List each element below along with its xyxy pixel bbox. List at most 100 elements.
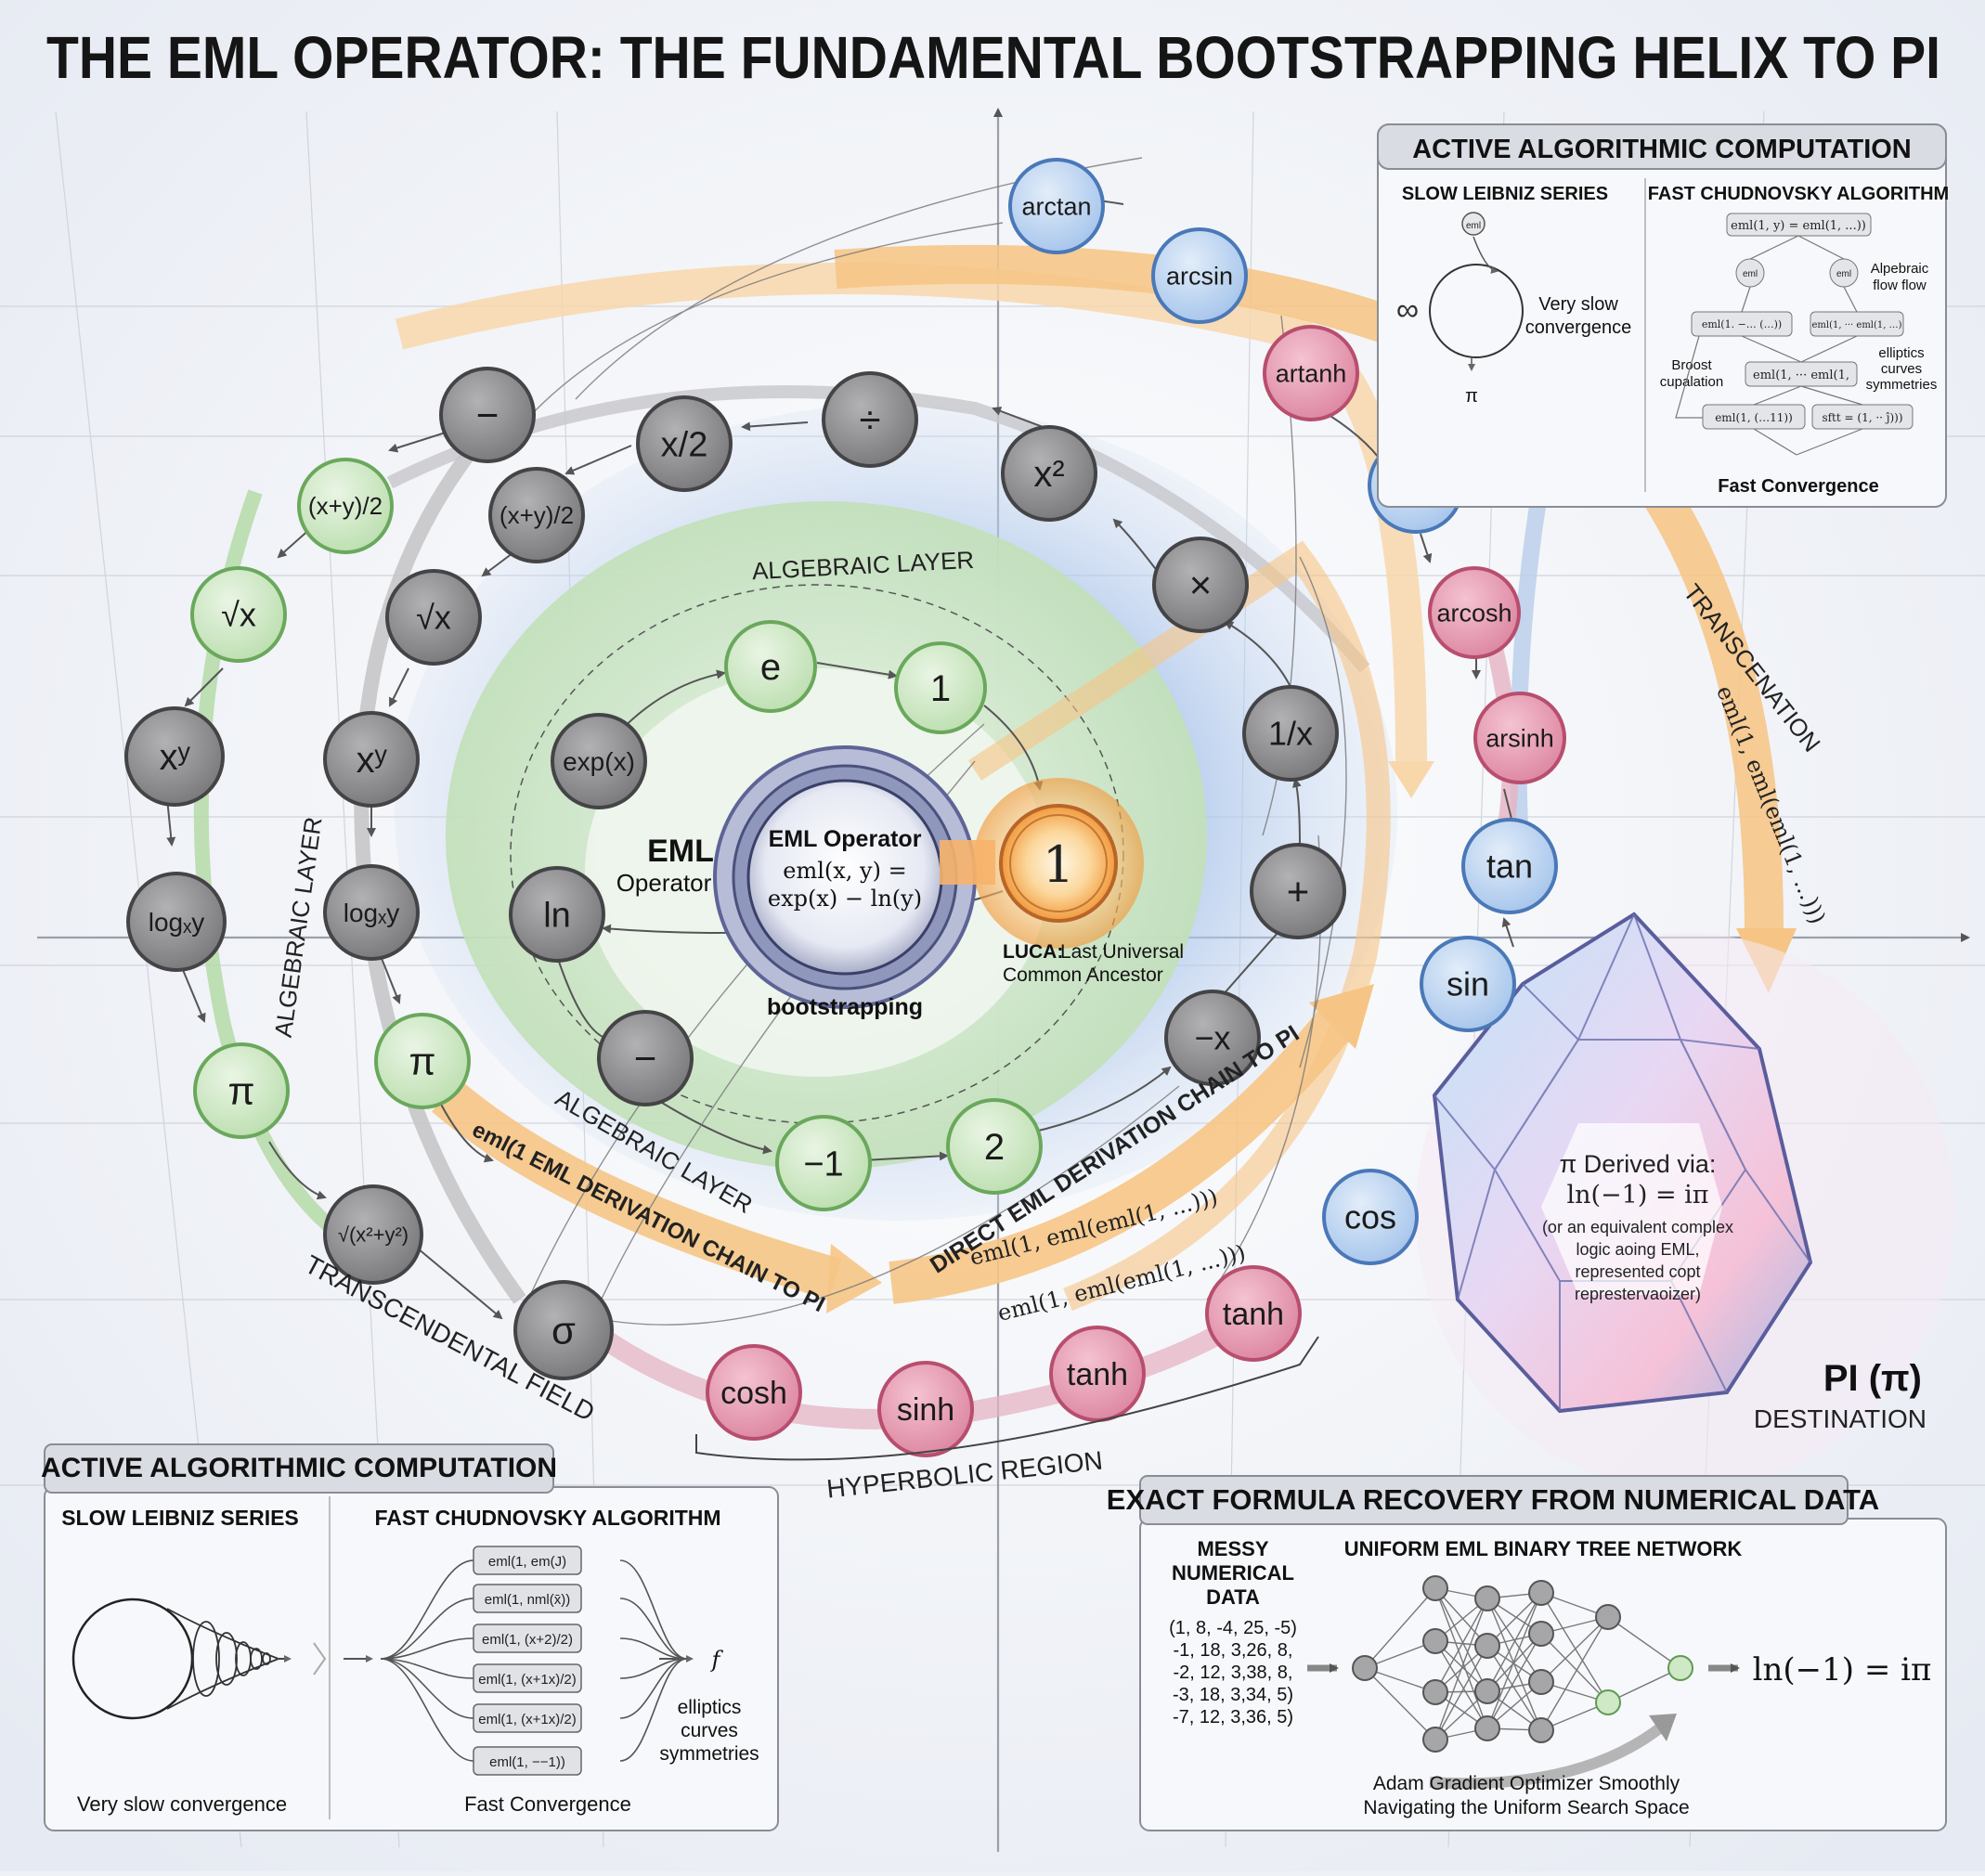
data-line-4: -7, 12, 3,36, 5) (1173, 1707, 1293, 1727)
node-label: 1 (930, 668, 951, 709)
top-ell-3: symmetries (1866, 377, 1938, 393)
node-inner-ln[interactable]: ln (509, 866, 605, 963)
node-label: xʸ (160, 737, 191, 778)
node-mid-div[interactable]: ÷ (822, 371, 918, 468)
node-mid-half[interactable]: x/2 (636, 395, 733, 492)
node-label: (x+y)/2 (308, 492, 383, 520)
node-label: logₓy (344, 899, 400, 927)
node-inner-times[interactable]: × (1152, 537, 1249, 633)
network-node (1528, 1580, 1554, 1606)
node-mid-hyp[interactable]: √(x²+y²) (323, 1184, 423, 1285)
data-line-3: -3, 18, 3,34, 5) (1173, 1685, 1293, 1705)
center-text: EML Operator EML Operator eml(x, y) = ex… (616, 826, 1184, 1020)
node-label: x² (1033, 454, 1064, 495)
node-label: −1 (803, 1145, 843, 1184)
node-inner-2[interactable]: 2 (946, 1098, 1043, 1195)
luca-one-node[interactable] (940, 778, 1144, 949)
node-label: xʸ (357, 740, 388, 781)
top-small-b: eml (1836, 269, 1851, 279)
luca-bold-label: LUCA: (1003, 941, 1063, 963)
node-outer-pi[interactable]: π (193, 1042, 290, 1139)
node-mid-pi[interactable]: π (374, 1013, 471, 1109)
bottom-computation-panel: ACTIVE ALGORITHMIC COMPUTATION SLOW LEIB… (41, 1443, 779, 1831)
alg-flow-2: flow flow (1873, 278, 1927, 293)
node-outer-pow[interactable]: xʸ (124, 706, 225, 807)
network-node (1528, 1621, 1554, 1647)
node-mid-pow[interactable]: xʸ (323, 711, 420, 808)
chudnovsky-box (473, 1584, 582, 1613)
node-label: − (634, 1037, 657, 1080)
node-sin[interactable]: sin (1420, 936, 1516, 1032)
node-tan[interactable]: tan (1461, 818, 1558, 914)
node-label: sin (1447, 965, 1489, 1003)
node-outer-sqrt[interactable]: √x (190, 566, 287, 663)
node-inner-neg1[interactable]: −1 (775, 1115, 872, 1211)
node-inner-negx[interactable]: −x (1164, 990, 1261, 1086)
node-label: (x+y)/2 (499, 501, 574, 529)
node-outer-minus[interactable]: − (439, 367, 536, 463)
node-inner-exp[interactable]: exp(x) (551, 713, 647, 809)
chudnovsky-box-label: eml(1, (x+1x)/2) (478, 1712, 576, 1727)
node-artanh[interactable]: artanh (1263, 325, 1359, 421)
data-line-2: -2, 12, 3,38, 8, (1174, 1663, 1293, 1683)
network-edge (1364, 1587, 1436, 1669)
node-mid-log[interactable]: logₓy (323, 864, 420, 961)
hyperbolic-bracket (695, 1336, 1319, 1461)
node-arcsin[interactable]: arcsin (1151, 227, 1248, 324)
network-edge (1434, 1587, 1488, 1692)
network-node (1474, 1715, 1500, 1741)
node-label: e (760, 647, 781, 688)
caption-1: Adam Gradient Optimizer Smoothly (1373, 1773, 1680, 1794)
network-node (1422, 1679, 1448, 1705)
bottom-left-title: SLOW LEIBNIZ SERIES (61, 1506, 299, 1530)
node-sinh[interactable]: sinh (877, 1361, 974, 1457)
node-cos[interactable]: cos (1322, 1169, 1419, 1265)
node-arctan[interactable]: arctan (1008, 158, 1105, 254)
node-label: − (476, 394, 499, 437)
network-edge (1434, 1640, 1488, 1729)
node-tanh-b[interactable]: tanh (1049, 1326, 1146, 1422)
network-node (1474, 1633, 1500, 1659)
node-mid-sqrt[interactable]: √x (385, 569, 482, 666)
node-arsinh[interactable]: arsinh (1473, 692, 1566, 784)
node-tanh-a[interactable]: tanh (1205, 1265, 1302, 1362)
bottom-ell-3: symmetries (659, 1743, 759, 1765)
messy-3: DATA (1206, 1585, 1260, 1609)
node-label: logₓy (149, 908, 205, 937)
recovery-result: ln(−1) = iπ (1753, 1651, 1932, 1688)
top-row1-right: eml(1, ··· eml(1, …) (1811, 320, 1901, 330)
luca-one-value: 1 (1043, 835, 1074, 894)
pi-crystal (1416, 912, 1954, 1490)
node-arcosh[interactable]: arcosh (1428, 566, 1521, 659)
node-inner-1[interactable]: 1 (894, 641, 987, 734)
bottom-panel-header: ACTIVE ALGORITHMIC COMPUTATION (41, 1453, 557, 1483)
boost-2: cupalation (1660, 374, 1723, 390)
top-row3-right: sftt = (1, ·· ĵ))) (1822, 411, 1902, 424)
recovery-header: EXACT FORMULA RECOVERY FROM NUMERICAL DA… (1107, 1483, 1879, 1516)
chudnovsky-box (473, 1663, 582, 1693)
crystal-line5: represented copt (1575, 1262, 1700, 1281)
crystal-line3: (or an equivalent complex (1542, 1218, 1733, 1236)
node-label: arctan (1021, 192, 1091, 220)
node-inner-sq[interactable]: x² (1001, 425, 1097, 522)
node-cosh[interactable]: cosh (706, 1344, 802, 1441)
boost-1: Broost (1671, 357, 1712, 373)
data-line-1: -1, 18, 3,26, 8, (1174, 1640, 1293, 1661)
node-inner-minus[interactable]: − (597, 1010, 694, 1106)
node-mid-sigma[interactable]: σ (513, 1280, 614, 1380)
node-label: tan (1486, 847, 1533, 886)
top-left-title: SLOW LEIBNIZ SERIES (1402, 184, 1608, 204)
network-edge (1434, 1587, 1488, 1729)
node-outer-avg[interactable]: (x+y)/2 (297, 458, 394, 554)
node-outer-log[interactable]: logₓy (126, 872, 227, 972)
node-mid-avg[interactable]: (x+y)/2 (488, 467, 585, 563)
node-inner-plus[interactable]: + (1250, 843, 1346, 939)
network-edge (1434, 1645, 1488, 1740)
top-box: eml(1, y) = eml(1, ...)) (1731, 219, 1866, 233)
node-inner-inv[interactable]: 1/x (1242, 685, 1339, 782)
node-inner-e[interactable]: e (724, 620, 817, 713)
operator-title: EML Operator (769, 826, 922, 852)
top-slow-1: Very slow (1538, 294, 1618, 315)
